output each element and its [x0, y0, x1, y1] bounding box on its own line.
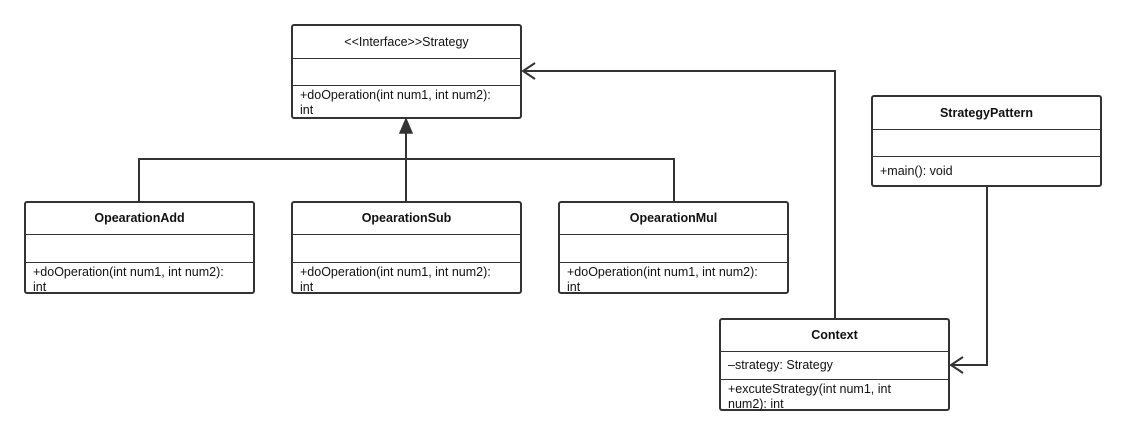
attribute-text: –strategy: Strategy [728, 358, 833, 372]
class-name: <<Interface>>Strategy [293, 26, 520, 59]
operation-text: +doOperation(int num1, int num2): [567, 265, 758, 279]
class-operations: +doOperation(int num1, int num2): int [26, 263, 253, 295]
realization-branch-line [138, 158, 675, 202]
operation-text: +doOperation(int num1, int num2): [33, 265, 224, 279]
class-operations: +doOperation(int num1, int num2): int [293, 86, 520, 118]
association-arrowhead [521, 62, 536, 80]
realization-connector [138, 131, 675, 202]
class-operations: +doOperation(int num1, int num2): int [560, 263, 787, 295]
class-attributes [26, 235, 253, 263]
class-attributes: –strategy: Strategy [721, 352, 948, 380]
operation-text: num2): int [728, 397, 784, 411]
dependency-arrowhead [949, 356, 964, 374]
class-attributes [293, 235, 520, 263]
opearation-mul-class[interactable]: OpearationMul +doOperation(int num1, int… [558, 201, 789, 294]
class-attributes [293, 59, 520, 86]
opearation-add-class[interactable]: OpearationAdd +doOperation(int num1, int… [24, 201, 255, 294]
class-name: StrategyPattern [873, 97, 1100, 130]
dependency-line [951, 186, 988, 366]
operation-text: +main(): void [880, 164, 953, 178]
class-attributes [560, 235, 787, 263]
class-name: OpearationAdd [26, 203, 253, 235]
class-attributes [873, 130, 1100, 157]
class-name: Context [721, 320, 948, 352]
realization-arrowhead [398, 117, 414, 134]
strategy-interface-class[interactable]: <<Interface>>Strategy +doOperation(int n… [291, 24, 522, 119]
class-operations: +excuteStrategy(int num1, int num2): int [721, 380, 948, 412]
class-name: OpearationSub [293, 203, 520, 235]
operation-text: +doOperation(int num1, int num2): [300, 265, 491, 279]
opearation-sub-class[interactable]: OpearationSub +doOperation(int num1, int… [291, 201, 522, 294]
operation-text: int [300, 280, 314, 294]
operation-text: int [300, 103, 314, 117]
operation-text: int [567, 280, 581, 294]
operation-text: +doOperation(int num1, int num2): [300, 88, 491, 102]
association-line [523, 70, 836, 319]
operation-text: int [33, 280, 47, 294]
class-operations: +main(): void [873, 157, 1100, 179]
class-operations: +doOperation(int num1, int num2): int [293, 263, 520, 295]
context-class[interactable]: Context –strategy: Strategy +excuteStrat… [719, 318, 950, 411]
strategy-pattern-class[interactable]: StrategyPattern +main(): void [871, 95, 1102, 187]
operation-text: +excuteStrategy(int num1, int [728, 382, 891, 396]
class-name: OpearationMul [560, 203, 787, 235]
